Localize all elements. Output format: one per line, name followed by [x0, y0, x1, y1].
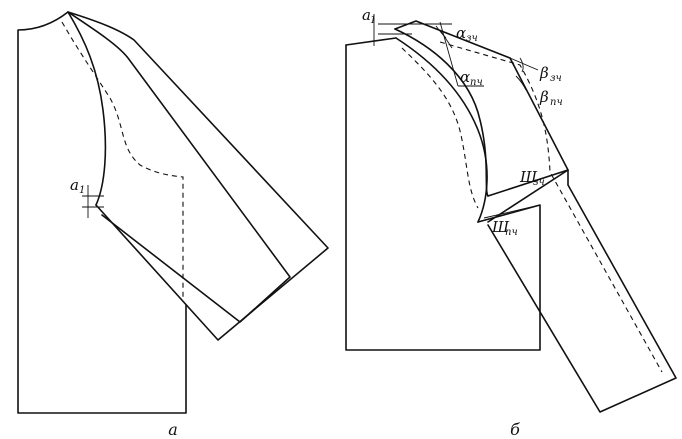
panel-b-width-pch-line — [483, 204, 541, 219]
panel-b-beta-zch-arc — [519, 57, 524, 73]
panel-a-bodice-outline — [17, 11, 187, 414]
panel-b-label-a1-sub: 1 — [370, 15, 376, 26]
panel-b-label-sh-zch-sub: зч — [533, 177, 545, 188]
panel-b-label-beta-zch: β — [539, 64, 549, 82]
panel-a-caption: а — [168, 420, 178, 439]
panel-b-label-sh-zch: Ш — [519, 168, 538, 186]
panel-b: a 1 α зч α пч β зч β пч Ш зч Ш пч б — [345, 6, 677, 439]
panel-b-sleeve-lower — [487, 169, 677, 413]
panel-b-alpha-line — [439, 21, 459, 87]
panel-b-alpha-pch-arc — [439, 29, 453, 49]
panel-b-sleeve-back — [394, 20, 569, 197]
panel-b-caption: б — [510, 420, 520, 439]
panel-b-width-zch-line — [487, 169, 569, 197]
panel-b-label-beta-pch: β — [539, 88, 549, 106]
panel-b-dashed-armhole — [401, 47, 479, 209]
panel-b-label-a1: a — [362, 6, 371, 24]
panel-b-label-sh-pch: Ш — [491, 218, 510, 236]
panel-b-sleeve-inner-curve — [394, 28, 489, 197]
panel-a-sleeve-inner — [67, 11, 291, 323]
panel-b-label-beta-zch-sub: зч — [550, 73, 562, 84]
panel-b-label-sh-pch-sub: пч — [505, 227, 518, 238]
panel-a: a 1 а — [17, 11, 329, 439]
panel-b-label-alpha-zch: α — [456, 24, 466, 42]
panel-b-bodice-outline — [345, 44, 541, 351]
panel-b-shoulder-line — [345, 37, 397, 46]
panel-b-label-alpha-zch-sub: зч — [466, 33, 478, 44]
panel-a-dashed-armhole — [61, 21, 184, 300]
panel-a-label-a1: a — [70, 176, 79, 194]
panel-b-beta-line — [509, 57, 539, 71]
panel-b-beta-pch-arc — [515, 75, 527, 91]
panel-a-label-a1-sub: 1 — [79, 185, 85, 196]
panel-a-sleeve-outer — [67, 11, 329, 341]
panel-b-armhole-curve — [395, 37, 488, 223]
panel-b-label-alpha-pch-sub: пч — [470, 77, 483, 88]
panel-a-dimension-a1: a 1 — [70, 176, 104, 218]
panel-b-label-beta-pch-sub: пч — [550, 97, 563, 108]
panel-b-label-alpha-pch: α — [460, 68, 470, 86]
panel-a-armhole-curve — [67, 11, 107, 206]
panel-b-dashed-sleeve — [439, 41, 663, 373]
